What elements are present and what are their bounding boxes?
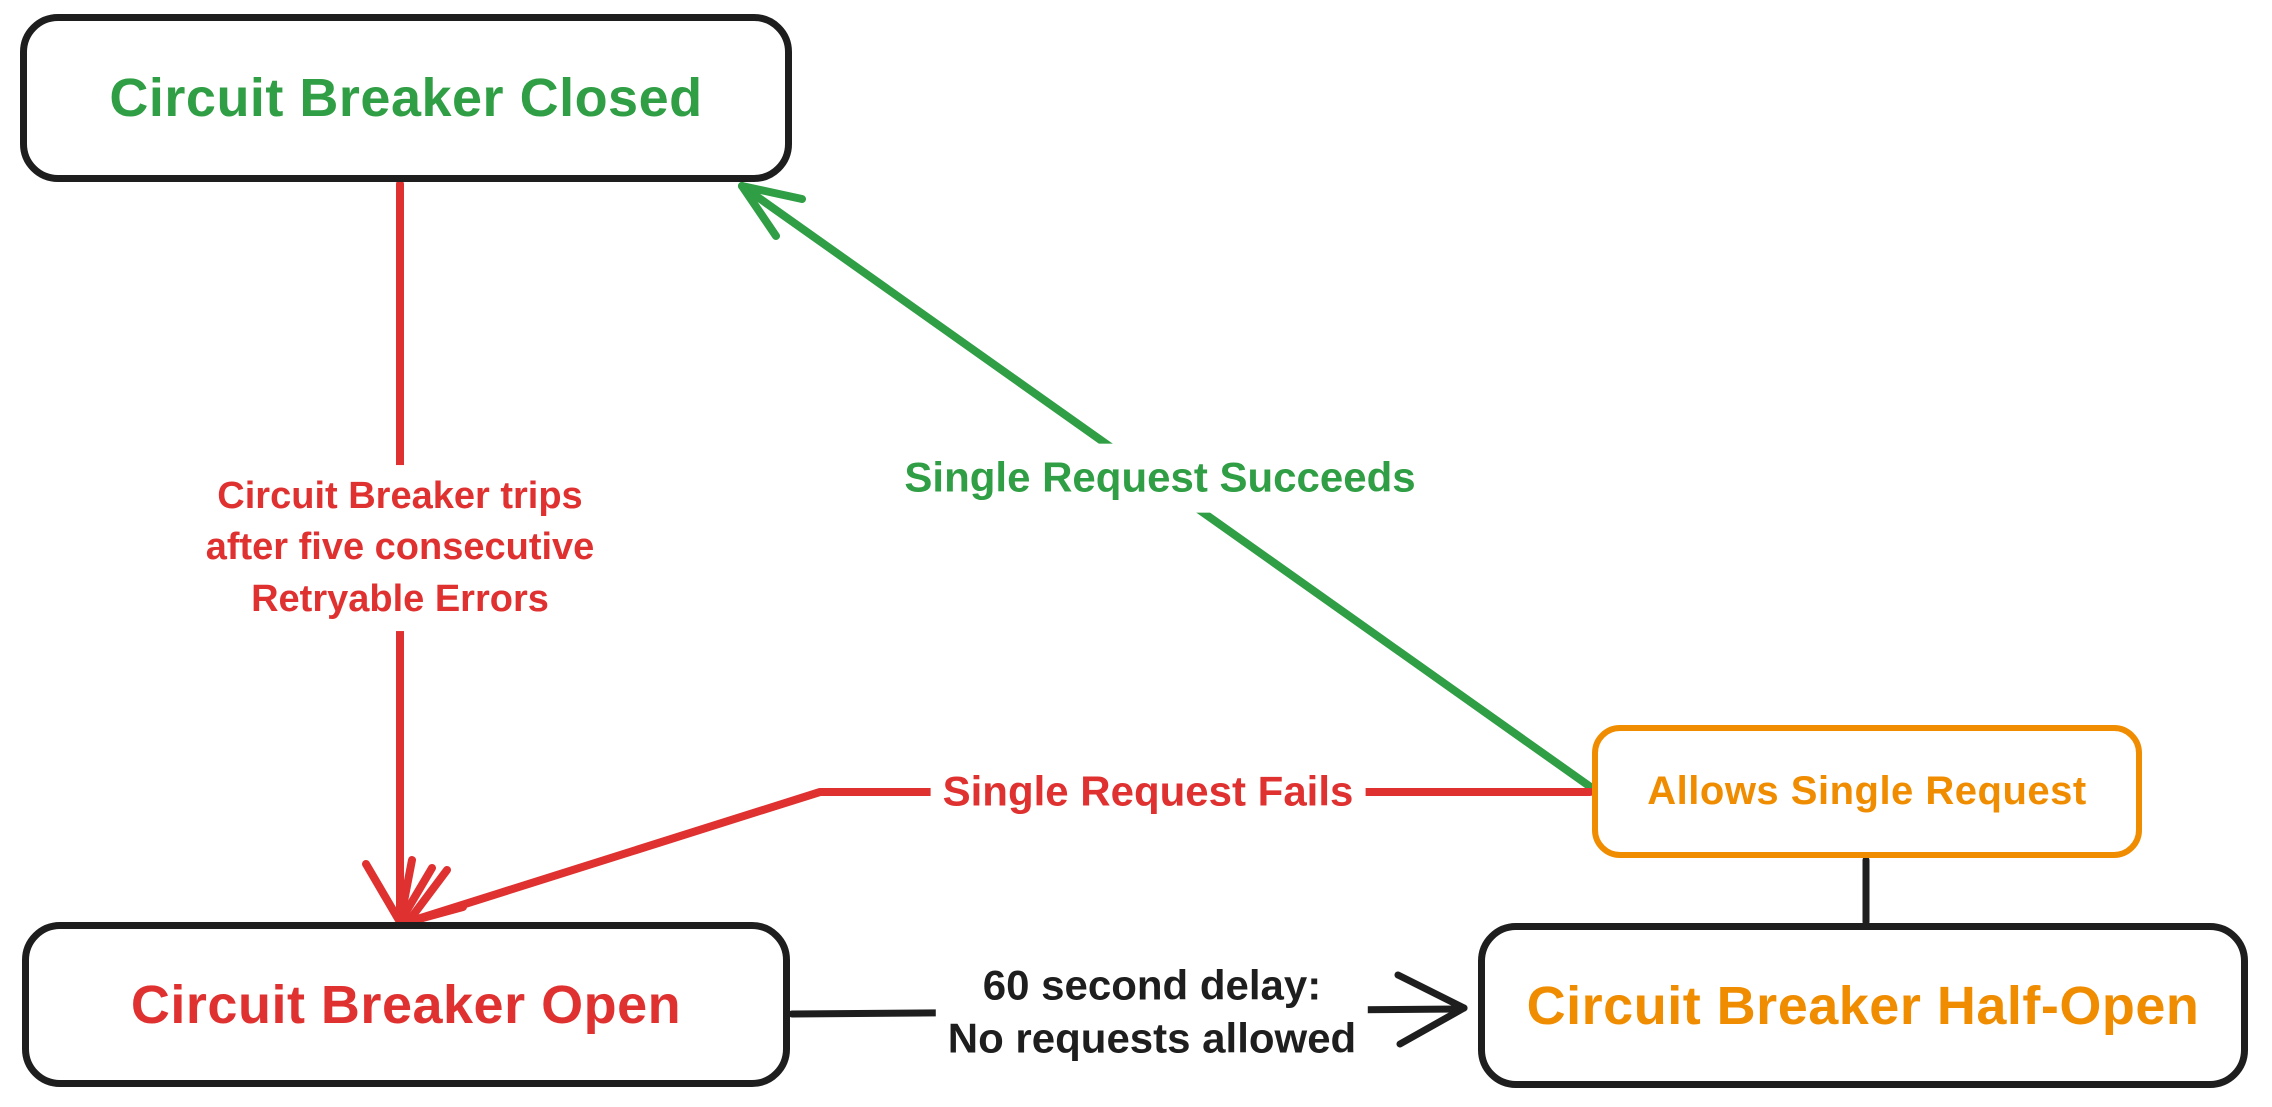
edge-fails-label: Single Request Fails <box>930 757 1366 827</box>
edge-succeeds-label: Single Request Succeeds <box>892 443 1428 513</box>
node-allows-single-request: Allows Single Request <box>1592 725 2142 858</box>
node-circuit-breaker-half-open: Circuit Breaker Half-Open <box>1478 923 2248 1088</box>
node-circuit-breaker-open: Circuit Breaker Open <box>22 922 790 1087</box>
node-circuit-breaker-half-open-label: Circuit Breaker Half-Open <box>1526 975 2200 1036</box>
node-circuit-breaker-open-label: Circuit Breaker Open <box>130 974 682 1035</box>
edge-trip-label: Circuit Breaker trips after five consecu… <box>193 465 607 631</box>
node-circuit-breaker-closed-label: Circuit Breaker Closed <box>109 68 703 128</box>
node-circuit-breaker-closed: Circuit Breaker Closed <box>20 14 792 182</box>
edge-delay-label: 60 second delay: No requests allowed <box>935 953 1369 1071</box>
node-allows-single-request-label: Allows Single Request <box>1647 769 2087 813</box>
